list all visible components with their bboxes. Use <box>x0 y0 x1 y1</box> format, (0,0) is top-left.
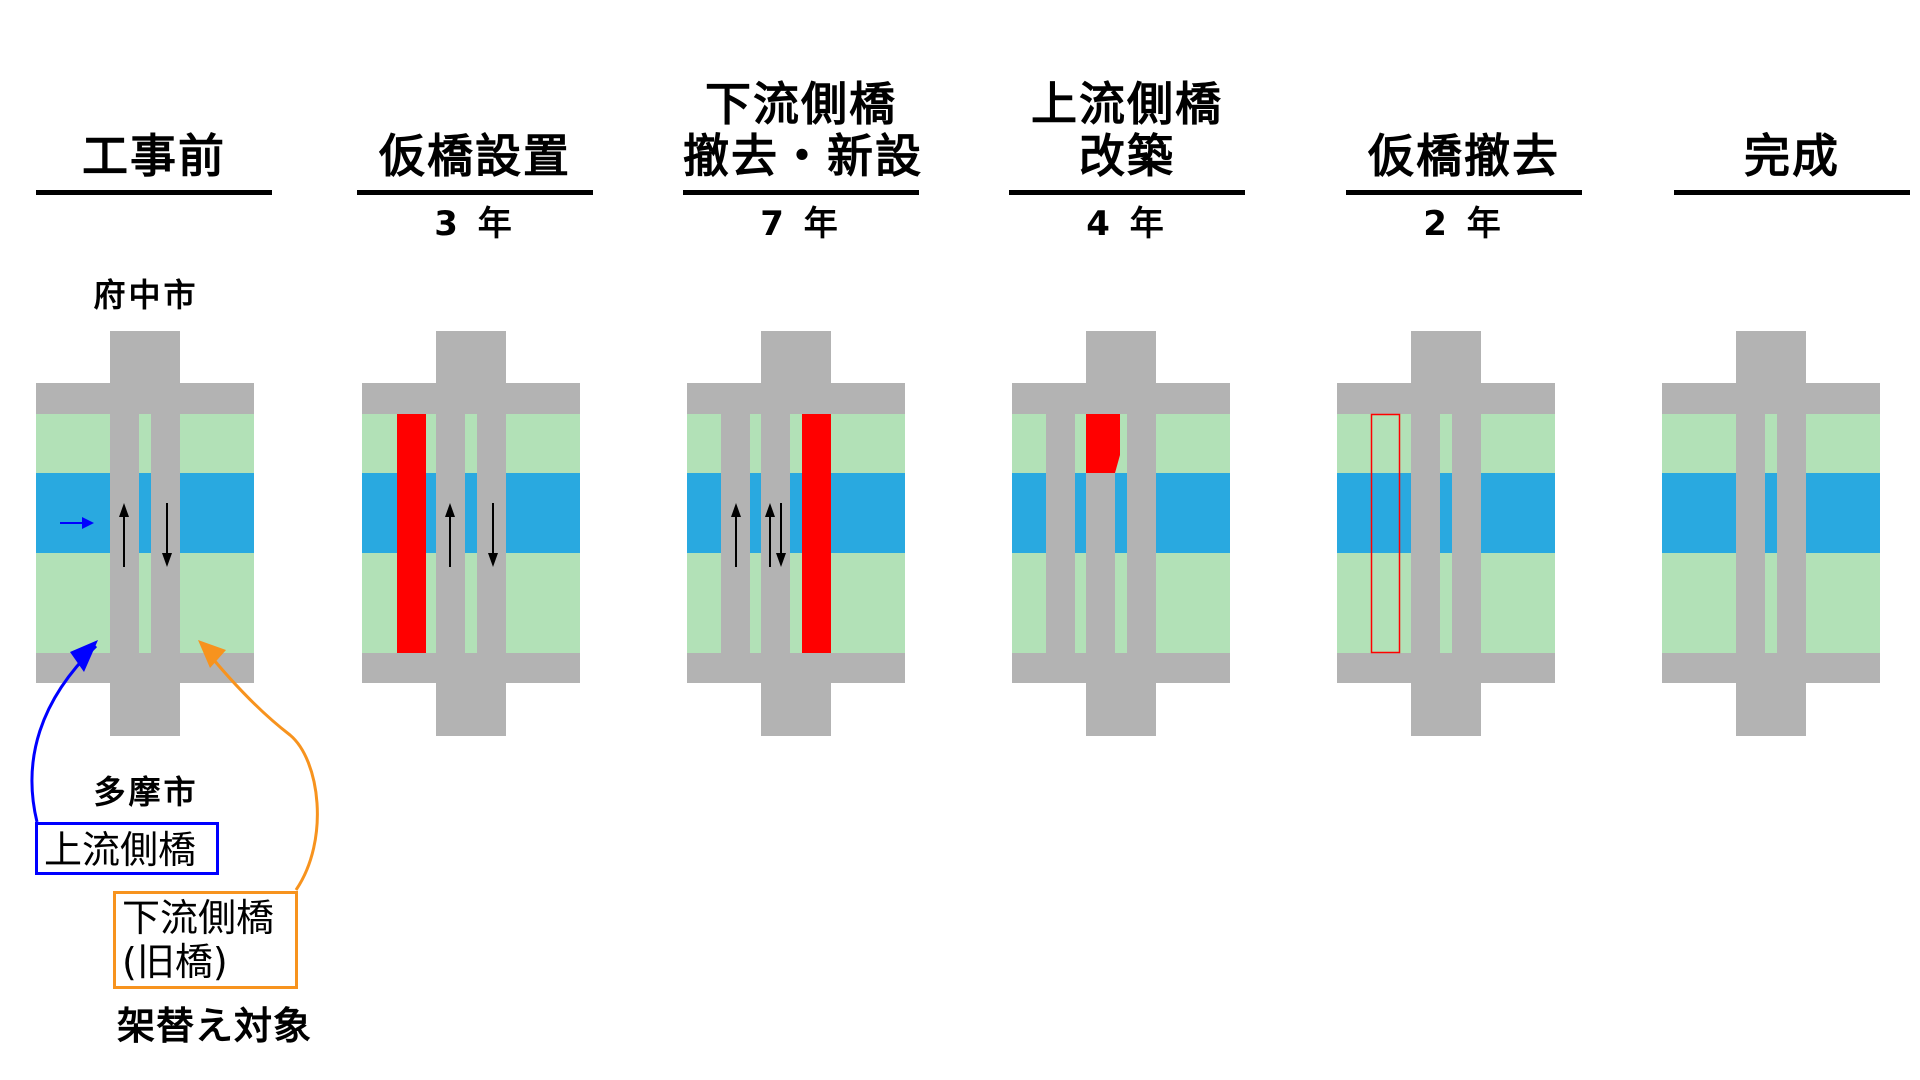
arrow-down-icon-head <box>488 553 498 567</box>
legend-downstream-bridge: 下流側橋 (旧橋) <box>113 891 298 989</box>
road-north-bank <box>1337 383 1555 414</box>
approach-road-south <box>1086 683 1156 736</box>
approach-road-north <box>761 331 831 383</box>
stage-underline <box>1346 190 1582 195</box>
approach-road-north <box>1086 331 1156 383</box>
river <box>36 473 254 553</box>
road-north-bank <box>1662 383 1880 414</box>
approach-road-north <box>436 331 506 383</box>
road-south-bank <box>1662 653 1880 683</box>
downstream-bridge <box>1777 414 1806 653</box>
road-south-bank <box>1012 653 1230 683</box>
arrow-down-icon-head <box>162 553 172 567</box>
road-north-bank <box>687 383 905 414</box>
stage-underline <box>1009 190 1245 195</box>
stage-duration: 7 年 <box>760 204 842 244</box>
downstream-bridge-new <box>1127 414 1156 653</box>
approach-road-south <box>436 683 506 736</box>
road-south-bank <box>687 653 905 683</box>
arrow-up-icon-head <box>731 503 741 517</box>
stage-underline <box>36 190 272 195</box>
city-label-tama: 多摩市 <box>93 773 199 811</box>
stage-underline <box>683 190 919 195</box>
river-flow-arrowhead <box>82 517 94 529</box>
legend-replacement-target: 架替え対象 <box>117 1004 313 1048</box>
stage-underline <box>357 190 593 195</box>
stage-underline <box>1674 190 1910 195</box>
downstream-callout-curve <box>202 647 319 891</box>
stage-duration: 2 年 <box>1423 204 1505 244</box>
stage-duration: 3 年 <box>434 204 516 244</box>
arrow-up-icon-head <box>445 503 455 517</box>
approach-road-north <box>1736 331 1806 383</box>
approach-road-north <box>1411 331 1481 383</box>
stage-title-completion: 完成 <box>1744 129 1840 183</box>
road-north-bank <box>362 383 580 414</box>
stage-title-upstream-bridge-reconstruction: 上流側橋 改築 <box>1031 77 1223 183</box>
arrow-down-icon-head <box>776 553 786 567</box>
downstream-bridge <box>151 414 180 653</box>
arrow-up-icon-head <box>119 503 129 517</box>
approach-road-south <box>1411 683 1481 736</box>
downstream-bridge <box>1452 414 1481 653</box>
river <box>1337 473 1555 553</box>
approach-road-south <box>1736 683 1806 736</box>
arrow-up-icon-head <box>765 503 775 517</box>
upstream-callout-arrowhead <box>70 640 98 672</box>
upstream-callout-curve <box>30 644 98 823</box>
approach-road-south <box>110 683 180 736</box>
road-south-bank <box>1337 653 1555 683</box>
road-north-bank <box>1012 383 1230 414</box>
approach-road-north <box>110 331 180 383</box>
stage-duration: 4 年 <box>1086 204 1168 244</box>
road-south-bank <box>362 653 580 683</box>
downstream-callout-arrowhead <box>198 640 226 668</box>
upstream-bridge <box>1411 414 1440 653</box>
upstream-bridge <box>761 414 790 653</box>
temporary-bridge <box>1046 414 1075 653</box>
stage-title-downstream-bridge-removal-new: 下流側橋 撤去・新設 <box>683 77 923 183</box>
removed-temporary-bridge-outline <box>1370 413 1401 654</box>
upstream-bridge <box>1736 414 1765 653</box>
temporary-bridge-under-construction <box>397 414 426 653</box>
stage-title-temporary-bridge-installation: 仮橋設置 <box>379 129 571 183</box>
stage-title-before-construction: 工事前 <box>82 129 226 183</box>
road-north-bank <box>36 383 254 414</box>
city-label-fuchu: 府中市 <box>93 276 199 314</box>
downstream-bridge-under-construction <box>802 414 831 653</box>
downstream-bridge <box>477 414 506 653</box>
approach-road-south <box>761 683 831 736</box>
stage-title-temporary-bridge-removal: 仮橋撤去 <box>1368 129 1560 183</box>
legend-upstream-bridge: 上流側橋 <box>35 822 219 875</box>
river <box>1662 473 1880 553</box>
upstream-bridge-under-construction <box>1086 414 1120 473</box>
